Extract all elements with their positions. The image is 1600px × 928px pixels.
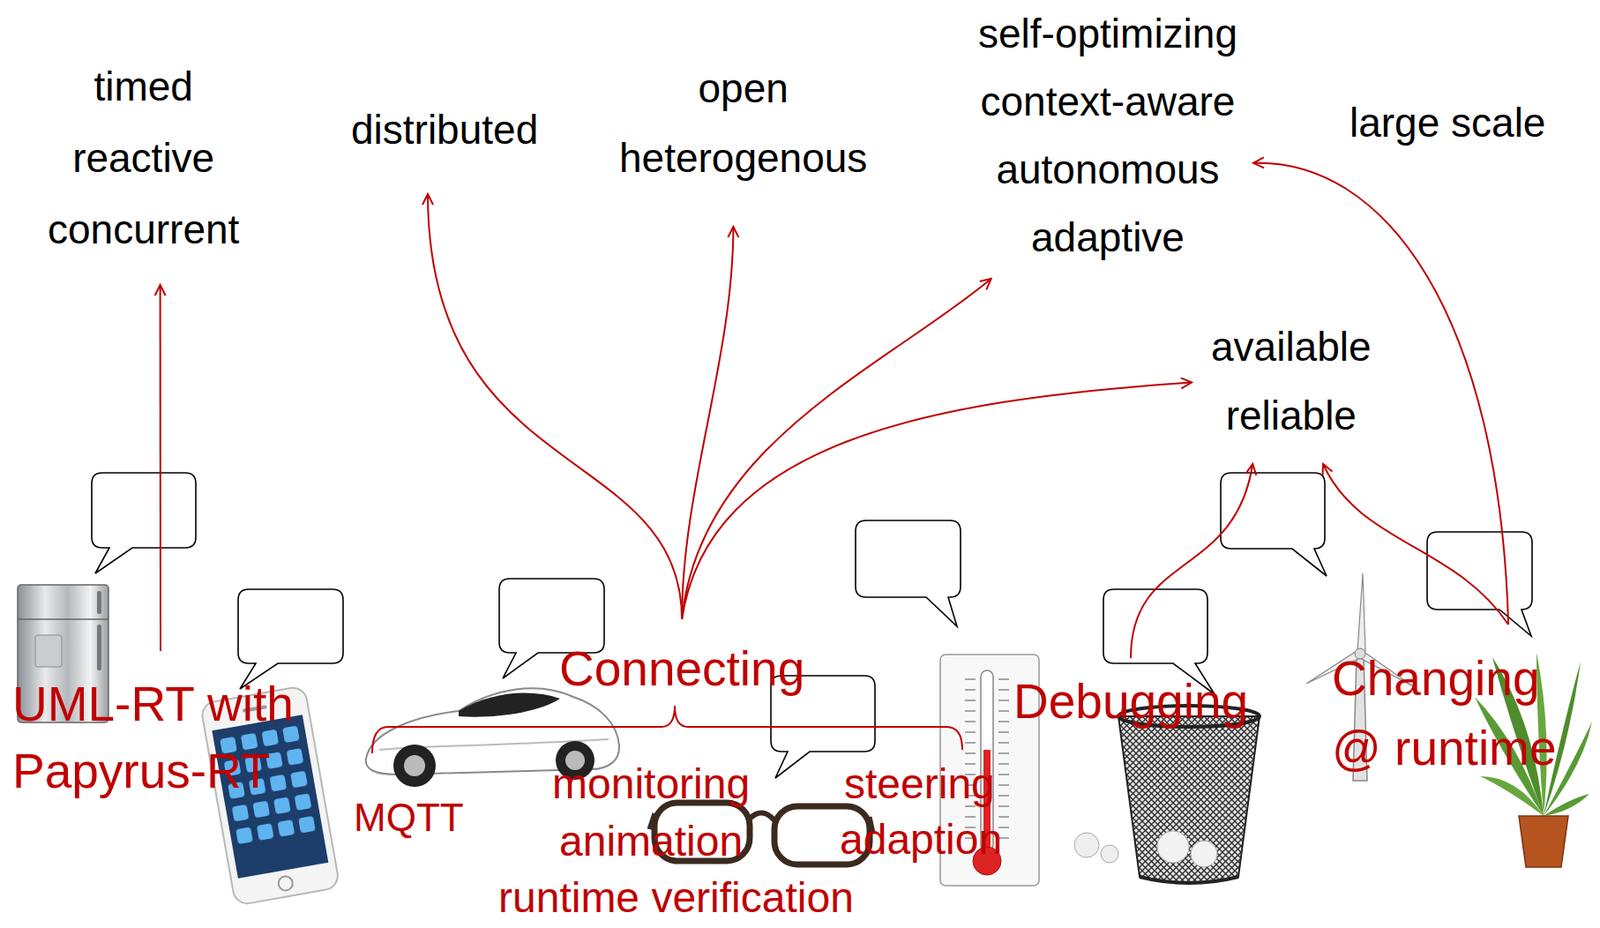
fridge-handle (97, 590, 102, 614)
paper-ball (1157, 830, 1189, 863)
plant-leaf (1480, 776, 1544, 816)
paper-ball (1100, 844, 1119, 863)
technique-label: animation (559, 815, 743, 868)
bin-mesh (1118, 716, 1260, 883)
node-text: Changing @ runtime (1331, 643, 1588, 784)
fridge-dispenser (35, 635, 62, 667)
node-text: self-optimizing (978, 0, 1238, 68)
technique-label: runtime verification (498, 872, 854, 924)
node-text: distributed (351, 103, 539, 157)
node-text: UML-RT with Papyrus-RT (12, 670, 317, 805)
node-text: heterogenous (619, 123, 868, 194)
bin-base (1139, 876, 1239, 883)
technique-label: steering (844, 758, 995, 810)
node-text: reactive (47, 122, 240, 195)
property-group: timedreactiveconcurrent (47, 51, 240, 266)
node-text: adaptive (978, 203, 1238, 272)
paper-ball (1190, 840, 1218, 868)
grouping-brace (372, 705, 963, 754)
node-text: timed (47, 51, 240, 123)
activity-node: Connecting (559, 641, 805, 696)
phone-button (276, 874, 294, 892)
activity-node: UML-RT with Papyrus-RT (12, 670, 317, 805)
property-group: distributed (351, 103, 539, 157)
car-wheel (393, 744, 436, 787)
speech-bubbles (91, 472, 1533, 778)
node-text: open (619, 53, 868, 124)
fridge-door-line (17, 618, 109, 621)
node-text: reliable (1211, 381, 1372, 450)
turbine-blade (1357, 573, 1366, 651)
arrow-connector (681, 382, 1192, 620)
property-group: openheterogenous (619, 53, 868, 194)
node-text: Debugging (1013, 673, 1249, 729)
arrow-connector (1130, 463, 1253, 658)
speech-bubble (855, 520, 961, 627)
arrow-connector (681, 226, 733, 620)
node-text: Connecting (559, 641, 805, 696)
node-text: context-aware (978, 67, 1238, 136)
fridge-handle (97, 624, 102, 671)
property-group: self-optimizingcontext-awareautonomousad… (978, 0, 1238, 272)
activity-node: Debugging (1013, 673, 1249, 729)
speech-bubble (1220, 472, 1327, 576)
arrow-connector (427, 194, 682, 620)
arrow-connector (1323, 463, 1509, 625)
paper-ball (1074, 832, 1100, 858)
plant-leaf (1543, 793, 1590, 816)
arrow-connector (159, 284, 162, 651)
car-rim (403, 755, 426, 777)
node-text: available (1211, 312, 1372, 382)
arrow-connector (681, 278, 992, 620)
node-text: autonomous (978, 135, 1238, 204)
node-text: concurrent (47, 194, 240, 266)
speech-bubble (91, 472, 196, 574)
car-windshield (458, 693, 561, 718)
property-label: large scale (1349, 98, 1546, 148)
speech-bubble (1427, 531, 1533, 636)
trash-bin-icon (1074, 705, 1260, 883)
technique-label: adaption (839, 814, 1002, 866)
technique-label: monitoring (552, 758, 750, 810)
activity-node: Changing @ runtime (1331, 643, 1588, 784)
technique-label: MQTT (353, 793, 464, 841)
plant-pot (1518, 815, 1569, 868)
property-group: availablereliable (1211, 312, 1372, 450)
speech-bubble (238, 589, 344, 689)
glasses-bridge (749, 812, 775, 821)
